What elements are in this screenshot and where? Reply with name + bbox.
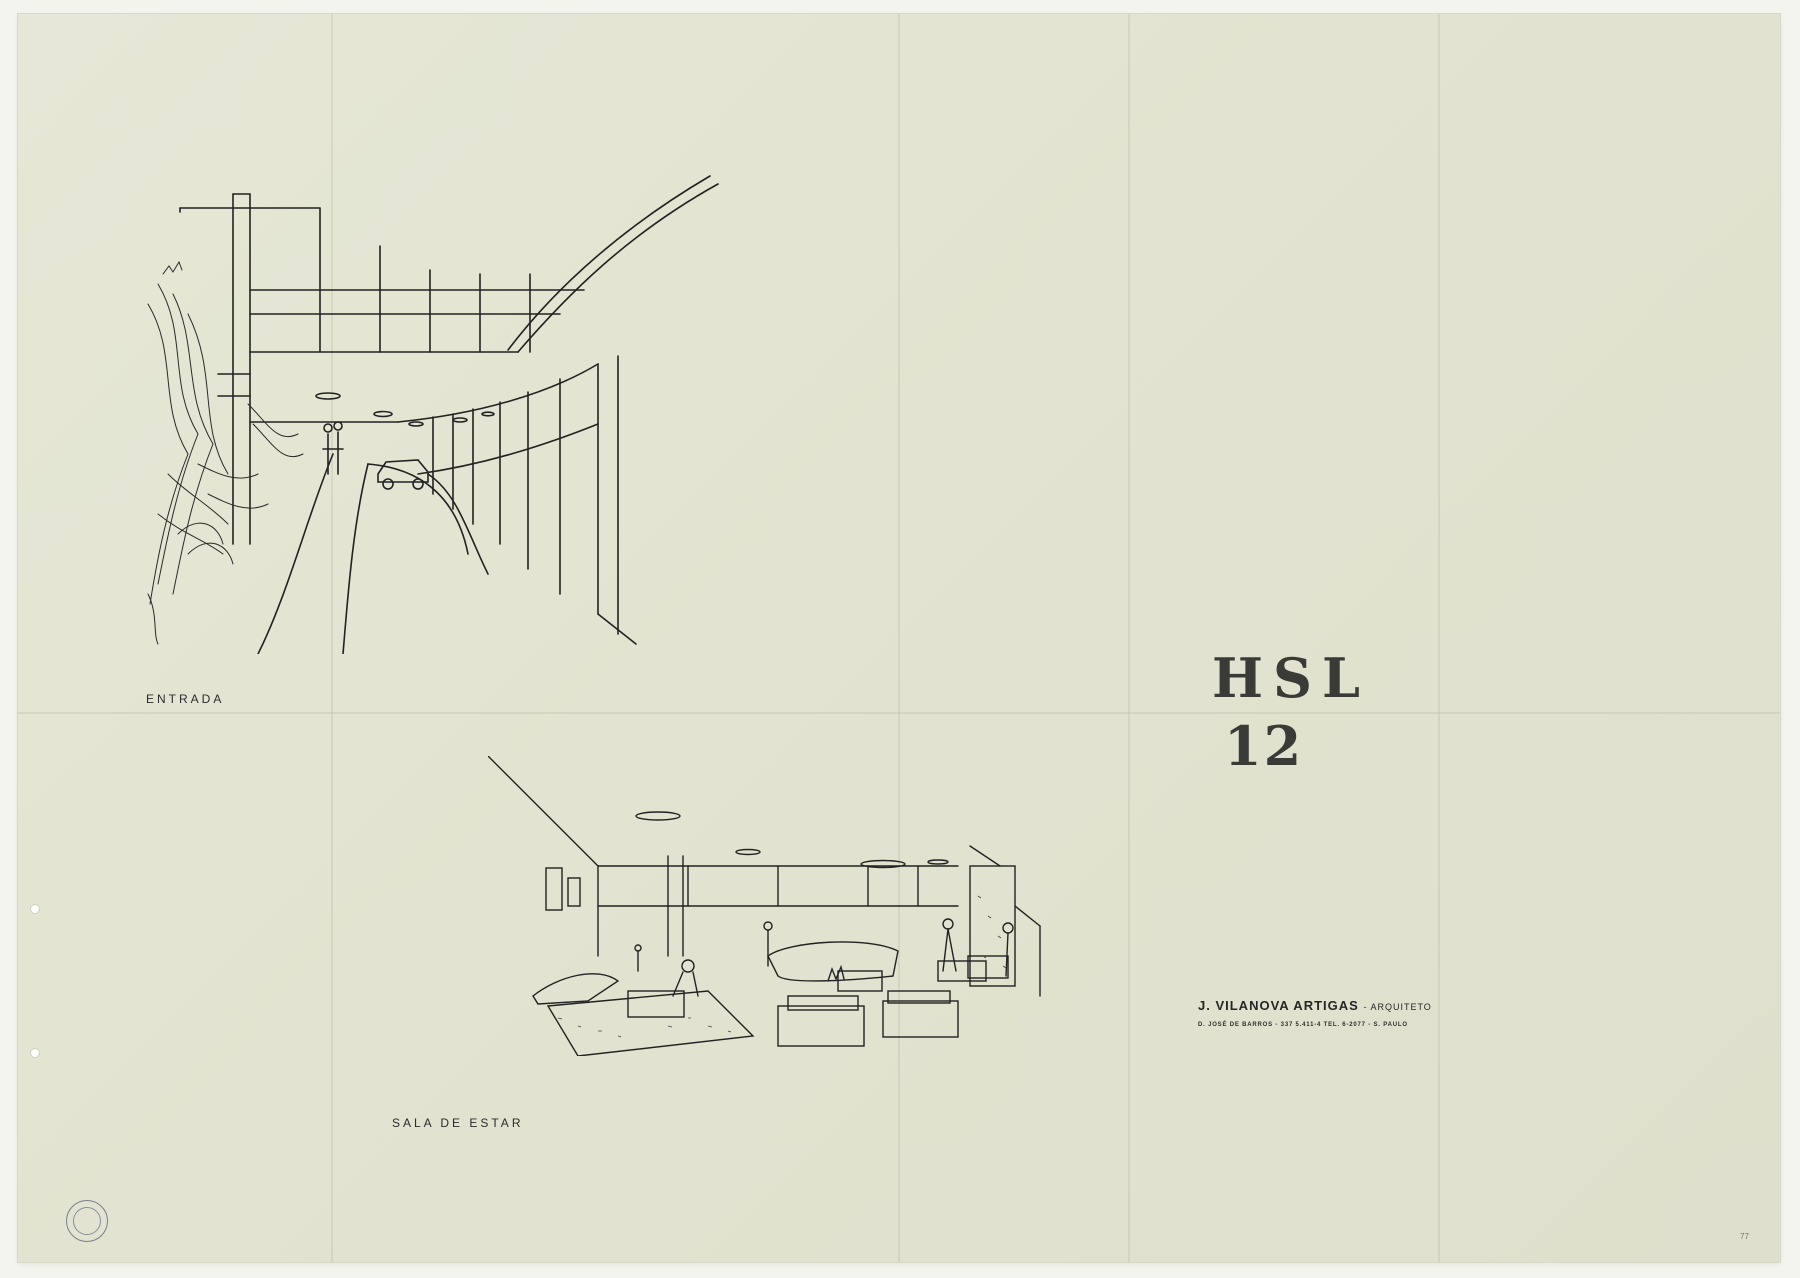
architect-name-line: J. VILANOVA ARTIGAS - ARQUITETO — [1198, 998, 1432, 1013]
entrada-label: ENTRADA — [146, 692, 225, 706]
entrada-perspective-drawing — [147, 175, 719, 654]
sheet-number: 12 — [1224, 714, 1304, 778]
archive-stamp-inner — [73, 1207, 101, 1235]
project-code: HSL — [1212, 646, 1370, 710]
sala-de-estar-label: SALA DE ESTAR — [392, 1116, 524, 1130]
architect-name: J. VILANOVA ARTIGAS — [1198, 998, 1359, 1013]
fold-line-vertical-1 — [331, 14, 333, 1262]
punch-hole-icon — [30, 904, 40, 914]
architect-address: D. JOSÉ DE BARROS - 337 5.411-4 TEL. 6-2… — [1198, 1022, 1408, 1028]
punch-hole-icon — [30, 1048, 40, 1058]
fold-line-vertical-2 — [898, 14, 900, 1262]
drawing-sheet: ENTRADA — [18, 14, 1780, 1262]
fold-line-vertical-3 — [1128, 14, 1130, 1262]
sala-de-estar-perspective-drawing — [488, 756, 1041, 1056]
architect-role: - ARQUITETO — [1363, 1002, 1432, 1012]
fold-line-horizontal — [18, 712, 1780, 714]
fold-line-vertical-4 — [1438, 14, 1440, 1262]
archive-stamp-icon — [66, 1200, 108, 1242]
corner-mark: 77 — [1740, 1232, 1749, 1241]
